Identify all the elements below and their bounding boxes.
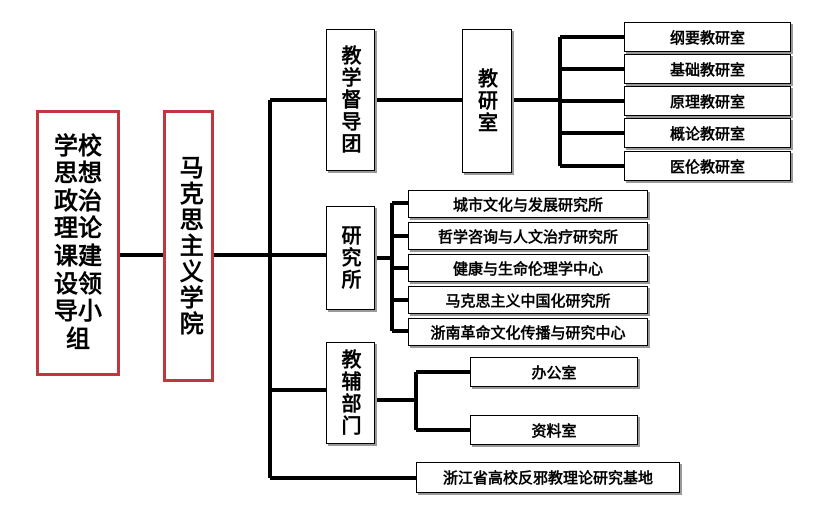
jiaoyanshi-item-label: 原理教研室 <box>669 92 745 111</box>
research-label: 研究所 <box>338 225 362 291</box>
research-item: 健康与生命伦理学中心 <box>408 254 648 282</box>
jiaoyanshi-item: 概论教研室 <box>624 118 791 148</box>
jiaoyanshi-item-label: 概论教研室 <box>669 124 745 143</box>
research-item-label: 浙南革命文化传播与研究中心 <box>430 323 626 342</box>
research-item: 浙南革命文化传播与研究中心 <box>408 318 648 346</box>
research-item: 城市文化与发展研究所 <box>408 190 648 218</box>
research-item: 马克思主义中国化研究所 <box>408 286 648 314</box>
jiaoyanshi-item-label: 纲要教研室 <box>669 28 745 47</box>
root-node: 学校思想政治理论课建设领导小组 <box>36 110 120 376</box>
jiaoyanshi-item: 医伦教研室 <box>624 151 791 181</box>
aux-item-label: 资料室 <box>531 421 577 440</box>
root-label: 学校思想政治理论课建设领导小组 <box>54 131 102 353</box>
research-node: 研究所 <box>326 206 375 310</box>
aux-item-label: 办公室 <box>531 363 577 382</box>
aux-item: 办公室 <box>470 357 638 387</box>
jiaoyanshi-label: 教研室 <box>474 68 499 134</box>
research-item-label: 城市文化与发展研究所 <box>452 195 603 214</box>
teaching-group-label: 教学督导团 <box>338 45 362 155</box>
research-item-label: 马克思主义中国化研究所 <box>445 291 611 310</box>
aux-node: 教辅部门 <box>326 342 375 444</box>
teaching-group-node: 教学督导团 <box>326 29 375 171</box>
jiaoyanshi-item: 基础教研室 <box>624 54 791 84</box>
base-label: 浙江省高校反邪教理论研究基地 <box>442 469 653 487</box>
aux-item: 资料室 <box>470 415 638 445</box>
college-node: 马克思主义学院 <box>163 110 214 382</box>
college-label: 马克思主义学院 <box>175 155 204 337</box>
aux-label: 教辅部门 <box>338 349 362 437</box>
jiaoyanshi-node: 教研室 <box>462 29 512 173</box>
jiaoyanshi-item-label: 基础教研室 <box>669 60 745 79</box>
jiaoyanshi-item: 原理教研室 <box>624 86 791 116</box>
research-item-label: 哲学咨询与人文治疗研究所 <box>437 227 618 246</box>
jiaoyanshi-item: 纲要教研室 <box>624 22 791 52</box>
base-node: 浙江省高校反邪教理论研究基地 <box>416 462 680 493</box>
research-item-label: 健康与生命伦理学中心 <box>452 259 603 278</box>
jiaoyanshi-item-label: 医伦教研室 <box>669 157 745 176</box>
research-item: 哲学咨询与人文治疗研究所 <box>408 222 648 250</box>
